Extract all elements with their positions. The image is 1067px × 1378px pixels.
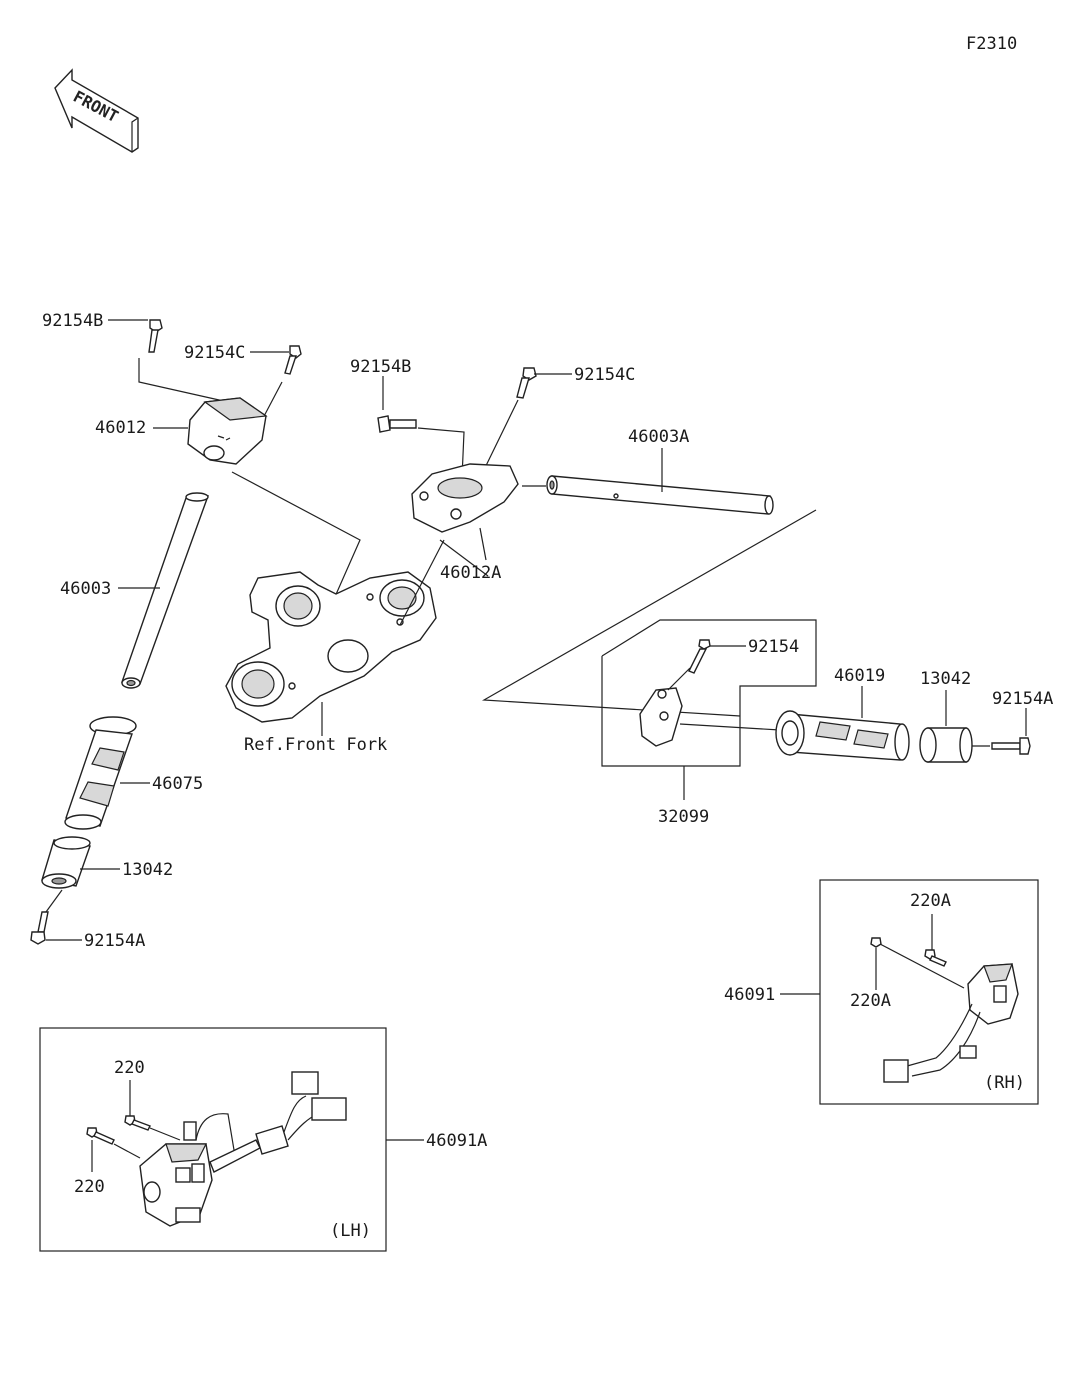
label-13042-left: 13042 — [122, 860, 173, 880]
front-arrow-icon: FRONT — [54, 68, 139, 153]
screw-220-top — [124, 1115, 151, 1131]
guide-220-bottom — [113, 1143, 141, 1159]
triple-clamp — [225, 571, 437, 723]
guide-92154B-mid — [417, 427, 465, 479]
bolt-92154B-left — [148, 319, 163, 353]
label-92154C-left: 92154C — [184, 343, 245, 363]
label-lh: (LH) — [330, 1221, 371, 1241]
label-220-bottom: 220 — [74, 1177, 105, 1197]
label-ref-front-fork: Ref.Front Fork — [244, 735, 387, 755]
bar-end-weight-13042-right — [919, 727, 973, 763]
guide-92154A-left — [45, 889, 63, 913]
throttle-housing-32099 — [639, 687, 683, 747]
guide-detail-right — [481, 509, 817, 717]
lh-switch-box — [39, 1027, 387, 1252]
rh-switch-housing — [883, 963, 1019, 1083]
label-92154A-right: 92154A — [992, 689, 1053, 709]
label-92154B-left: 92154B — [42, 311, 103, 331]
label-92154C-mid: 92154C — [574, 365, 635, 385]
screw-220A-top — [924, 949, 947, 967]
label-46019: 46019 — [834, 666, 885, 686]
figure-id: F2310 — [966, 34, 1017, 54]
label-92154B-mid: 92154B — [350, 357, 411, 377]
label-46091: 46091 — [724, 985, 775, 1005]
guide-46012A-fork — [399, 539, 445, 626]
handlebar-tube-46003A — [546, 475, 774, 515]
label-46003A: 46003A — [628, 427, 689, 447]
rh-switch-box — [819, 879, 1039, 1105]
bolt-92154 — [688, 639, 711, 674]
label-46012: 46012 — [95, 418, 146, 438]
handlebar-tube-46003 — [121, 492, 210, 689]
guide-92154C-left — [261, 381, 283, 421]
label-rh: (RH) — [984, 1073, 1025, 1093]
label-220-top: 220 — [114, 1058, 145, 1078]
leader-46012A — [479, 527, 487, 561]
screw-220A-mid — [870, 937, 882, 948]
bolt-92154A-right — [991, 737, 1031, 755]
screw-220-bottom — [86, 1127, 115, 1145]
bolt-92154C-mid — [516, 367, 537, 399]
label-32099: 32099 — [658, 807, 709, 827]
leader-46012A-fork — [439, 539, 489, 577]
throttle-grip-46019 — [775, 710, 910, 761]
guide-220-top — [149, 1127, 181, 1141]
bar-end-weight-13042-left — [41, 836, 91, 889]
label-46003: 46003 — [60, 579, 111, 599]
guide-220A-mid — [879, 943, 965, 989]
label-46075: 46075 — [152, 774, 203, 794]
label-92154A-left: 92154A — [84, 931, 145, 951]
guide-92154 — [667, 667, 691, 691]
label-92154: 92154 — [748, 637, 799, 657]
label-46012A: 46012A — [440, 563, 501, 583]
label-13042-right: 13042 — [920, 669, 971, 689]
label-220A-top: 220A — [910, 891, 951, 911]
lh-switch-housing — [139, 1071, 347, 1227]
clamp-46012A — [411, 463, 519, 533]
bolt-92154C-left — [284, 345, 302, 375]
label-220A-mid: 220A — [850, 991, 891, 1011]
throttle-detail-box — [601, 619, 817, 767]
bolt-92154A-left — [30, 911, 49, 945]
guide-92154B-left — [138, 358, 229, 403]
label-46091A: 46091A — [426, 1131, 487, 1151]
clamp-46012 — [187, 397, 268, 465]
grip-46075 — [64, 716, 137, 830]
bolt-92154B-mid — [377, 415, 417, 433]
guide-throttle-grip — [679, 723, 781, 731]
